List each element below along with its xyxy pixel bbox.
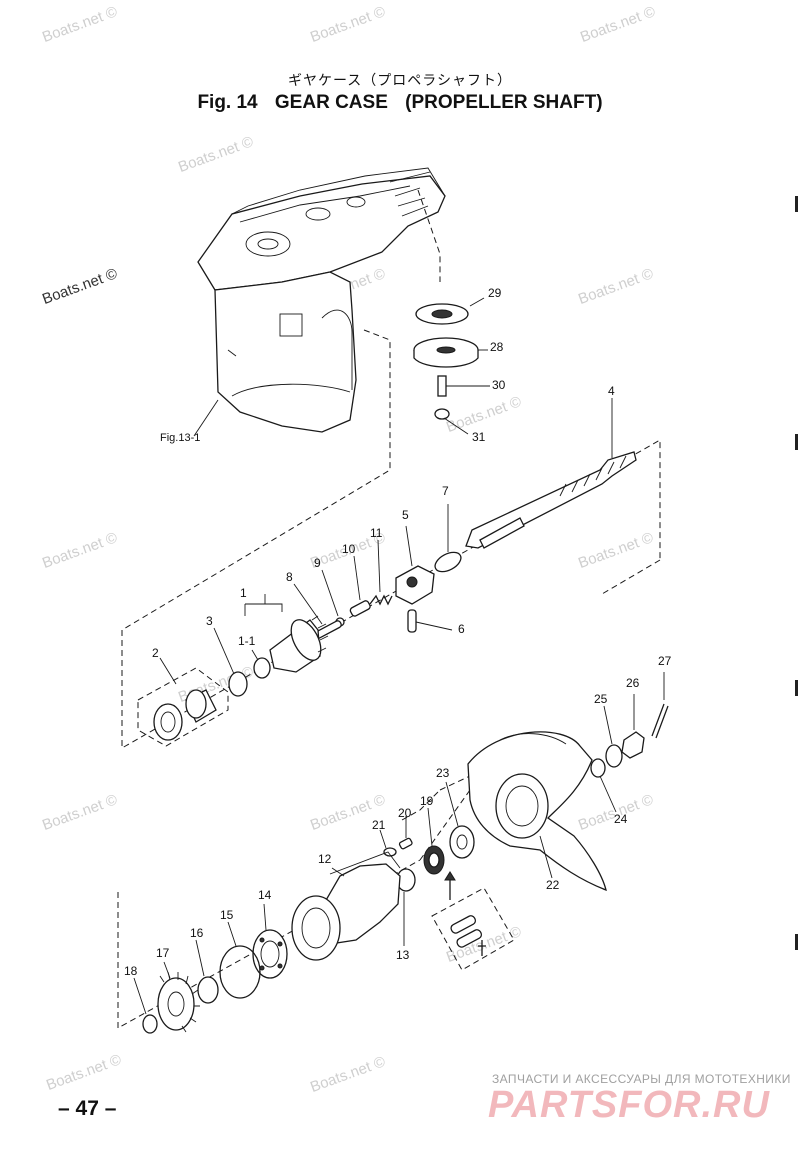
edge-mark — [795, 680, 798, 696]
installation-detail-inset — [431, 871, 515, 971]
part-29-plate — [415, 297, 485, 325]
part-25-washer — [603, 705, 623, 768]
part-21-washer — [379, 829, 397, 857]
callout-23: 23 — [436, 766, 450, 780]
part-1-forward-gear — [244, 594, 329, 673]
callout-21: 21 — [372, 818, 386, 832]
brand-caption: ЗАПЧАСТИ И АКСЕССУАРЫ ДЛЯ МОТОТЕХНИКИ — [492, 1072, 791, 1086]
part-11-spring — [369, 539, 393, 606]
callout-15: 15 — [220, 908, 234, 922]
part-16-shim — [195, 939, 219, 1004]
callout-14: 14 — [258, 888, 272, 902]
callout-22: 22 — [546, 878, 560, 892]
part-10-plunger — [349, 555, 371, 617]
part-3-shim — [213, 627, 248, 697]
callout-2: 2 — [152, 646, 159, 660]
callout-28: 28 — [490, 340, 504, 354]
part-17-reverse-gear — [157, 961, 200, 1033]
callout-29: 29 — [488, 286, 502, 300]
callout-7: 7 — [442, 484, 449, 498]
callout-3: 3 — [206, 614, 213, 628]
callout-19: 19 — [420, 794, 434, 808]
callout-31: 31 — [472, 430, 486, 444]
figure-number: Fig. 14 — [197, 92, 258, 113]
callout-18: 18 — [124, 964, 138, 978]
part-4-propeller-shaft — [465, 398, 637, 549]
figure-subtitle: (PROPELLER SHAFT) — [405, 92, 603, 113]
callout-13: 13 — [396, 948, 410, 962]
callout-26: 26 — [626, 676, 640, 690]
edge-mark — [795, 434, 798, 450]
callout-6: 6 — [458, 622, 465, 636]
edge-mark — [795, 934, 798, 950]
part-30-bolt — [437, 375, 490, 397]
part-19-oil-seal — [423, 807, 445, 875]
callout-4: 4 — [608, 384, 615, 398]
part-31-washer — [434, 408, 469, 435]
callout-25: 25 — [594, 692, 608, 706]
part-5-clutch — [395, 525, 435, 605]
callout-10: 10 — [342, 542, 356, 556]
callout-1-1: 1-1 — [238, 634, 256, 648]
callout-30: 30 — [492, 378, 506, 392]
callout-8: 8 — [286, 570, 293, 584]
callout-11: 11 — [370, 526, 383, 540]
brand-logo: PARTSFOR.RU — [488, 1084, 770, 1126]
part-1-1-bushing — [251, 649, 271, 679]
part-27-cotter-pin — [651, 672, 669, 739]
callout-1: 1 — [240, 586, 247, 600]
callout-20: 20 — [398, 806, 412, 820]
part-2-bearing — [137, 657, 229, 747]
callout-16: 16 — [190, 926, 204, 940]
part-23-thrust-bushing — [445, 781, 475, 859]
part-9-ball — [321, 569, 345, 627]
part-12-bearing-housing — [291, 851, 401, 961]
callout-27: 27 — [658, 654, 672, 668]
japanese-title: ギヤケース（プロペラシャフト） — [287, 72, 513, 88]
part-6-pin — [407, 609, 453, 633]
part-26-nut — [621, 694, 645, 759]
callout-24: 24 — [614, 812, 628, 826]
edge-mark — [795, 196, 798, 212]
part-20-bolt — [398, 816, 413, 850]
page-number: – 47 – — [58, 1097, 117, 1120]
callout-5: 5 — [402, 508, 409, 522]
gear-case-housing — [197, 167, 446, 433]
callout-17: 17 — [156, 946, 170, 960]
part-14-bearing — [252, 903, 288, 979]
figure-title-text: GEAR CASE — [274, 92, 388, 113]
part-22-propeller — [467, 731, 607, 892]
part-18-shim — [133, 977, 158, 1034]
figure-title: Fig. 14 GEAR CASE (PROPELLER SHAFT) — [0, 92, 800, 114]
part-7-ring — [434, 504, 462, 573]
part-24-spacer — [590, 758, 617, 813]
part-15-o-ring — [219, 921, 261, 999]
part-28-cover — [413, 337, 488, 368]
reference-label: Fig.13-1 — [160, 432, 201, 444]
callout-9: 9 — [314, 556, 321, 570]
callout-12: 12 — [318, 852, 332, 866]
